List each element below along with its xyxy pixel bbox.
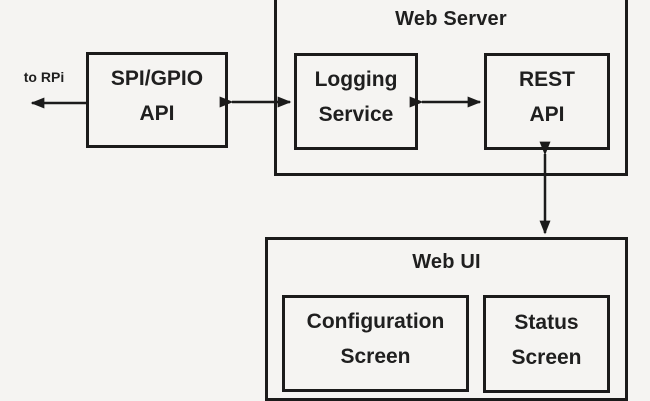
rest-api-box: REST API xyxy=(484,53,610,150)
logging-service-label-line2: Service xyxy=(318,103,394,126)
web-server-title: Web Server xyxy=(395,8,507,30)
spi-gpio-api-label-line2: API xyxy=(139,101,175,125)
logging-service-label-line1: Logging xyxy=(314,68,398,91)
status-screen-label-line1: Status xyxy=(514,310,579,334)
rest-api-label-line2: API xyxy=(529,103,565,126)
configuration-screen-label-line1: Configuration xyxy=(306,310,445,333)
spi-gpio-api-box: SPI/GPIO API xyxy=(86,52,228,148)
web-server-box: Web Server xyxy=(274,0,628,176)
logging-service-box: Logging Service xyxy=(294,53,418,150)
configuration-screen-box: Configuration Screen xyxy=(282,295,469,392)
status-screen-box: Status Screen xyxy=(483,295,610,393)
rest-api-label-line1: REST xyxy=(518,68,575,91)
status-screen-label-line2: Screen xyxy=(511,345,582,369)
spi-gpio-api-label-line1: SPI/GPIO xyxy=(110,66,204,90)
configuration-screen-label-line2: Screen xyxy=(340,345,411,368)
web-ui-title: Web UI xyxy=(412,251,481,273)
to-rpi-label: to RPi xyxy=(23,69,65,85)
